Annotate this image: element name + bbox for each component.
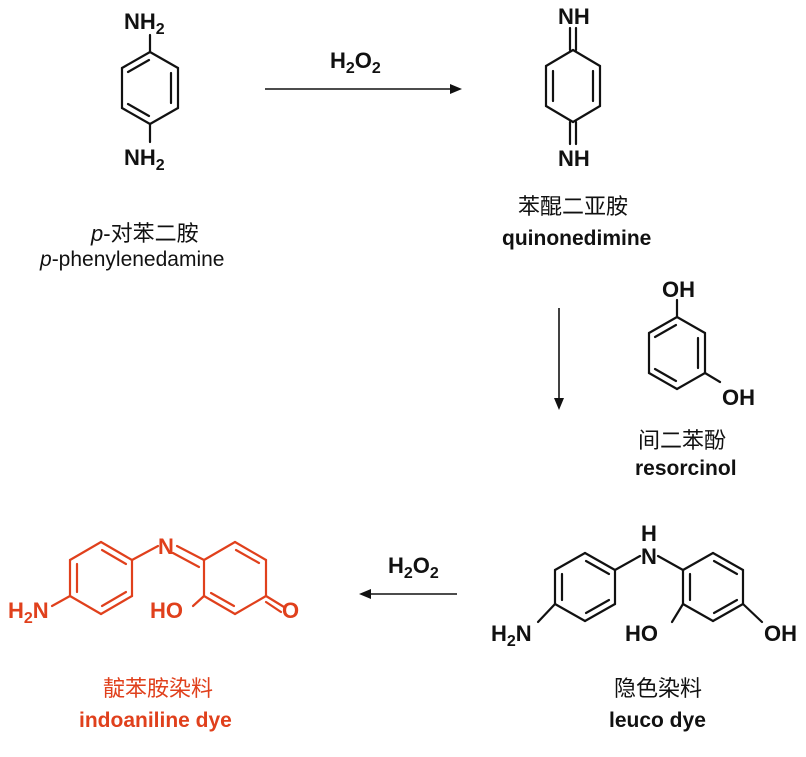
indoaniline-carbonyl-o-label: O (282, 598, 299, 623)
indoaniline-dye-name-chinese: 靛苯胺染料 (103, 676, 213, 701)
ppd-name-english: p-phenylenedamine (39, 248, 224, 271)
quinonediimine-name-english: quinonedimine (502, 227, 651, 250)
ppd-top-amine-label: NH2 (124, 9, 165, 38)
leuco-ho-label: HO (625, 621, 658, 646)
ppd-name-chinese: p-对苯二胺 (90, 221, 199, 246)
leuco-dye-name-english: leuco dye (609, 709, 706, 732)
indoaniline-ho-label: HO (150, 598, 183, 623)
leuco-dye: H N H2N HO OH 隐色染料 leuco dye (491, 521, 797, 732)
resorcinol-structure (647, 298, 722, 391)
resorcinol: OH OH 间二苯酚 resorcinol (635, 277, 755, 480)
indoaniline-imine-n-label: N (158, 534, 174, 559)
ppd-bottom-amine-label: NH2 (124, 145, 165, 174)
quinonediimine-structure (544, 26, 602, 146)
p-phenylenediamine: NH2 NH2 p-对苯二胺 p-phenylenedamine (39, 9, 224, 271)
step3: H2O2 (359, 553, 457, 599)
leuco-dye-name-chinese: 隐色染料 (614, 676, 702, 701)
indoaniline-h2n-label: H2N (8, 598, 49, 627)
resorcinol-oh-bottom-label: OH (722, 385, 755, 410)
resorcinol-name-chinese: 间二苯酚 (638, 428, 726, 453)
quinonediimine-name-chinese: 苯醌二亚胺 (518, 194, 628, 219)
leuco-dye-structure (536, 551, 764, 624)
step3-reagent: H2O2 (388, 553, 439, 582)
quinonediimine: NH NH 苯醌二亚胺 quinonedimine (502, 4, 651, 250)
indoaniline-dye-name-english: indoaniline dye (79, 709, 232, 732)
ppd-structure (120, 33, 180, 144)
leuco-h2n-label: H2N (491, 621, 532, 650)
leuco-amine-n-label: N (641, 544, 657, 569)
step1: H2O2 (265, 48, 462, 94)
resorcinol-oh-top-label: OH (662, 277, 695, 302)
reaction-arrow-right-icon (265, 84, 462, 94)
indoaniline-dye: N H2N HO O 靛苯胺染料 indoaniline dye (8, 534, 299, 732)
step1-reagent: H2O2 (330, 48, 381, 77)
leuco-nh-h-label: H (641, 521, 657, 546)
leuco-oh-label: OH (764, 621, 797, 646)
indoaniline-dye-structure (50, 540, 286, 616)
quinonediimine-bottom-imine-label: NH (558, 146, 590, 171)
reaction-arrow-left-icon (359, 589, 457, 599)
resorcinol-name-english: resorcinol (635, 457, 737, 480)
quinonediimine-top-imine-label: NH (558, 4, 590, 29)
reaction-arrow-down-icon (554, 308, 564, 410)
